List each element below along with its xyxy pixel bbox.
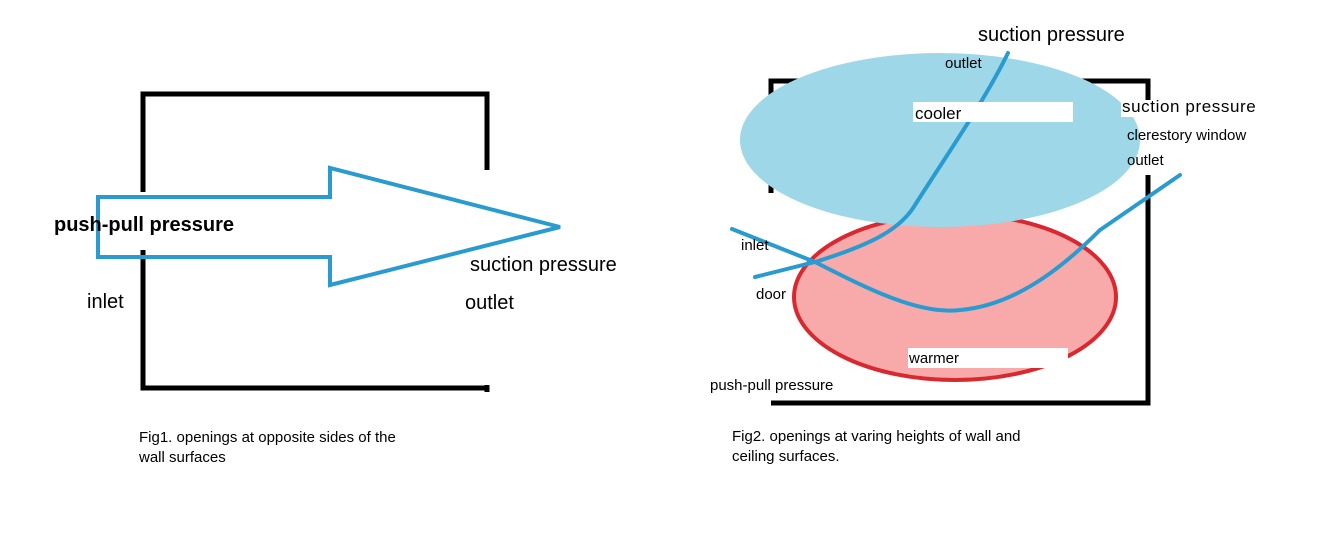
fig1-left-wall-lower: [140, 250, 487, 391]
fig1-left-wall-upper: [140, 91, 490, 192]
fig2-suction-right-label: suction pressure: [1122, 97, 1257, 116]
suction-right-label-box: [1121, 97, 1135, 117]
fig1-airflow-arrow: [96, 165, 561, 288]
fig1-caption: Fig1. openings at opposite sides of the …: [139, 429, 396, 466]
fig2-airflow-to-top-outlet: [753, 51, 1010, 279]
fig2-cool-zone: [740, 53, 1140, 227]
fig2-outlet-right-label: outlet: [1127, 152, 1164, 169]
fig1-inlet-label: inlet: [87, 291, 124, 313]
fig2-push-pull-label: push-pull pressure: [710, 377, 834, 394]
fig2-outlet-top-label: outlet: [945, 55, 982, 72]
fig2-cooler-label: cooler: [915, 104, 962, 123]
fig2-airflow-to-clerestory: [730, 173, 1182, 313]
fig1-room-walls: [140, 91, 490, 392]
fig2-inlet-label: inlet: [741, 237, 769, 254]
cooler-label-box: [913, 102, 1073, 122]
fig1-outlet-label: outlet: [465, 292, 514, 314]
fig2-suction-top-label: suction pressure: [978, 24, 1125, 46]
warmer-label-box: [908, 348, 1068, 368]
fig2-airflow-lines: [730, 51, 1182, 313]
fig1-push-pull-label: push-pull pressure: [54, 214, 235, 236]
fig2-caption: Fig2. openings at varing heights of wall…: [732, 428, 1021, 465]
fig2-clerestory-label: clerestory window: [1127, 127, 1247, 144]
fig2-wall-right-lower: [771, 175, 1151, 406]
fig1-suction-label: suction pressure: [470, 254, 617, 276]
fig2-door-label: door: [756, 286, 787, 303]
fig2-warmer-label: warmer: [909, 350, 960, 367]
